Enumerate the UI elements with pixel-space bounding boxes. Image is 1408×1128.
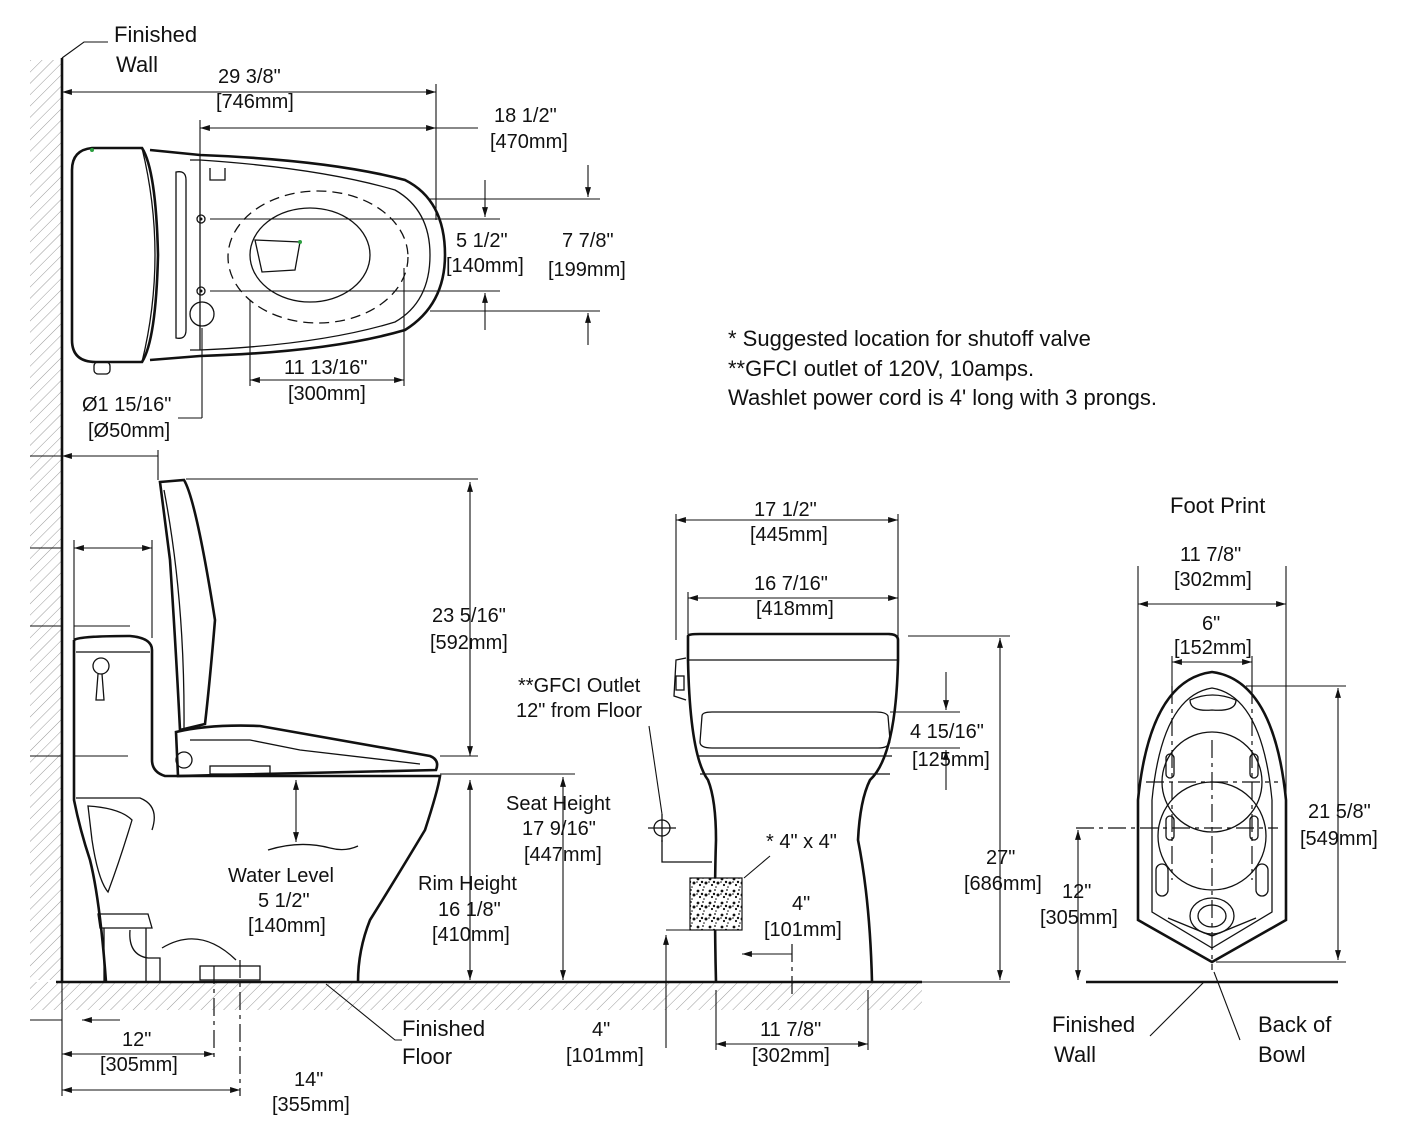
dim-16-716-mm: [418mm] (756, 598, 834, 620)
front-view-dimensions (648, 514, 1010, 1050)
note-shutoff-valve: * Suggested location for shutoff valve (728, 326, 1091, 351)
dim-11-1316-mm: [300mm] (288, 383, 366, 405)
dim-11-78-mm: [302mm] (752, 1045, 830, 1067)
dim-11-78-in: 11 7/8" (760, 1019, 821, 1041)
front-view (648, 632, 900, 983)
dim-4-1516-mm: [125mm] (912, 749, 990, 771)
dim-17-12-in: 17 1/2" (754, 499, 817, 521)
dim-27-in: 27" (986, 847, 1015, 869)
rim-height-mm: [410mm] (432, 924, 510, 946)
note-gfci: **GFCI outlet of 120V, 10amps. (728, 356, 1034, 381)
side-view (72, 478, 442, 983)
fp-finished-wall-1: Finished (1052, 1012, 1135, 1037)
fp-6-mm: [152mm] (1174, 637, 1252, 659)
dim-17-12-mm: [445mm] (750, 524, 828, 546)
finished-floor-label-1: Finished (402, 1016, 485, 1041)
fp-21-58-mm: [549mm] (1300, 828, 1378, 850)
top-view (70, 146, 447, 375)
dim-23-516-in: 23 5/16" (432, 605, 506, 627)
dim-5-12-mm: [140mm] (446, 255, 524, 277)
labels: Finished Wall 29 3/8" [746mm] 18 1/2" [4… (82, 22, 1378, 1116)
side-view-dimensions (30, 450, 575, 1096)
rim-height-in: 16 1/8" (438, 899, 501, 921)
dim-7-78-mm: [199mm] (548, 259, 626, 281)
finished-floor-label-2: Floor (402, 1044, 452, 1069)
gfci-label-1: **GFCI Outlet (518, 675, 641, 697)
dim-7-78-in: 7 7/8" (562, 230, 614, 252)
dim-dia-in: Ø1 15/16" (82, 394, 171, 416)
dim-dia-mm: [Ø50mm] (88, 420, 170, 442)
fp-12-in: 12" (1062, 881, 1091, 903)
dim-12-in: 12" (122, 1029, 151, 1051)
water-level-in: 5 1/2" (258, 890, 310, 912)
note-power-cord: Washlet power cord is 4' long with 3 pro… (728, 385, 1157, 410)
dim-4-in: 4" (592, 1019, 610, 1041)
finished-wall-left (30, 58, 64, 982)
fp-11-78-mm: [302mm] (1174, 569, 1252, 591)
fp-back-of-bowl-2: Bowl (1258, 1042, 1306, 1067)
dim-4b-mm: [101mm] (764, 919, 842, 941)
dim-18-12-mm: [470mm] (490, 131, 568, 153)
finished-floor-left (30, 980, 922, 1010)
dim-14-in: 14" (294, 1069, 323, 1091)
fp-21-58-in: 21 5/8" (1308, 801, 1371, 823)
footprint-title: Foot Print (1170, 493, 1265, 518)
dim-4-mm: [101mm] (566, 1045, 644, 1067)
water-level-mm: [140mm] (248, 915, 326, 937)
fp-11-78-in: 11 7/8" (1180, 544, 1241, 566)
dim-16-716-in: 16 7/16" (754, 573, 828, 595)
rim-height-label: Rim Height (418, 873, 517, 895)
fp-finished-wall-2: Wall (1054, 1042, 1096, 1067)
seat-height-mm: [447mm] (524, 844, 602, 866)
fp-12-mm: [305mm] (1040, 907, 1118, 929)
dim-4b-in: 4" (792, 893, 810, 915)
dim-27-mm: [686mm] (964, 873, 1042, 895)
water-level-label: Water Level (228, 865, 334, 887)
seat-height-in: 17 9/16" (522, 818, 596, 840)
dim-29-38-in: 29 3/8" (218, 66, 281, 88)
dim-5-12-in: 5 1/2" (456, 230, 508, 252)
gfci-label-2: 12" from Floor (516, 700, 642, 722)
dim-23-516-mm: [592mm] (430, 632, 508, 654)
finished-wall-label-1: Finished (114, 22, 197, 47)
dim-4-1516-in: 4 15/16" (910, 721, 984, 743)
seat-height-label: Seat Height (506, 793, 611, 815)
dim-18-12-in: 18 1/2" (494, 105, 557, 127)
footprint-view (1076, 670, 1338, 984)
fp-back-of-bowl-1: Back of (1258, 1012, 1332, 1037)
dim-14-mm: [355mm] (272, 1094, 350, 1116)
dim-12-mm: [305mm] (100, 1054, 178, 1076)
dim-11-1316-in: 11 13/16" (284, 357, 367, 379)
dim-29-38-mm: [746mm] (216, 91, 294, 113)
dim-4x4: * 4" x 4" (766, 831, 837, 853)
top-view-dimensions (61, 41, 600, 419)
finished-wall-label-2: Wall (116, 52, 158, 77)
footprint-dimensions (1075, 566, 1346, 1041)
fp-6-in: 6" (1202, 613, 1220, 635)
